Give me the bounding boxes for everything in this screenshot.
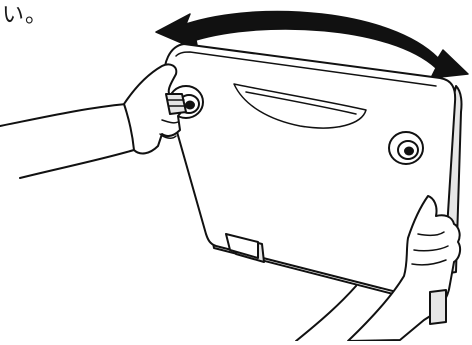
caption-text: い。 xyxy=(2,2,48,30)
left-hand xyxy=(0,64,186,178)
rubber-foot-right xyxy=(389,132,423,164)
